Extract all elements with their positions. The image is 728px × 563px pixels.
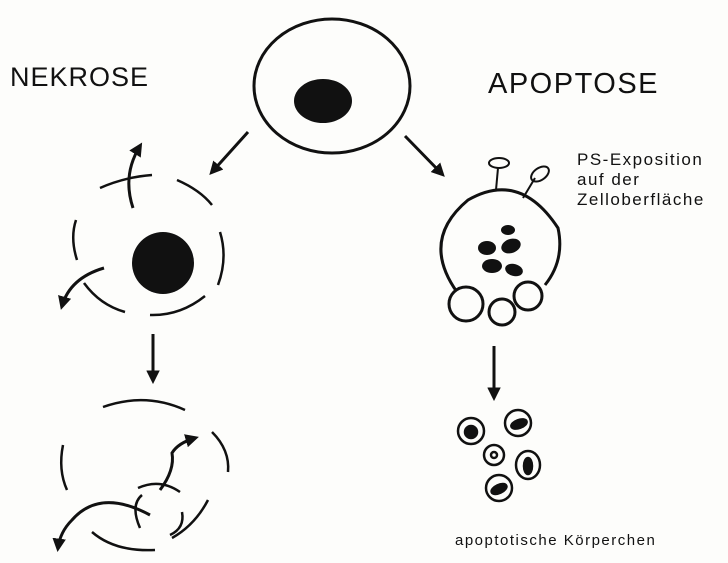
necrotic-cell-nucleus (132, 232, 194, 294)
arrow-to-necrosis (212, 132, 248, 172)
necrotic-cell (62, 146, 224, 315)
apoptotic-body (458, 418, 484, 444)
lysis-arrow-up (160, 438, 195, 490)
healthy-cell-nucleus (294, 79, 352, 123)
bleb-2 (489, 299, 515, 325)
apoptotic-body (484, 445, 504, 465)
lysed-cell (58, 400, 228, 550)
ps-exposure-line-3: Zelloberfläche (577, 190, 705, 210)
healthy-cell (254, 19, 410, 153)
ps-marker-left (489, 158, 509, 168)
apoptotic-body (516, 451, 540, 479)
leak-arrow-left (62, 268, 104, 306)
ps-exposure-label: PS-Exposition auf der Zelloberfläche (577, 150, 705, 210)
apoptotic-body (505, 410, 531, 436)
apoptosis-title: APOPTOSE (488, 68, 659, 101)
ps-exposure-line-1: PS-Exposition (577, 150, 705, 170)
apoptotic-bodies-label: apoptotische Körperchen (455, 532, 656, 549)
bleb-3 (514, 282, 542, 310)
apoptotic-body (486, 475, 512, 501)
apoptotic-bodies (458, 410, 540, 501)
arrow-to-apoptosis (405, 136, 442, 174)
necrosis-title: NEKROSE (10, 62, 149, 93)
apoptotic-cell (441, 158, 560, 325)
condensed-chromatin (478, 225, 524, 278)
bleb-1 (449, 287, 483, 321)
ps-exposure-line-2: auf der (577, 170, 705, 190)
